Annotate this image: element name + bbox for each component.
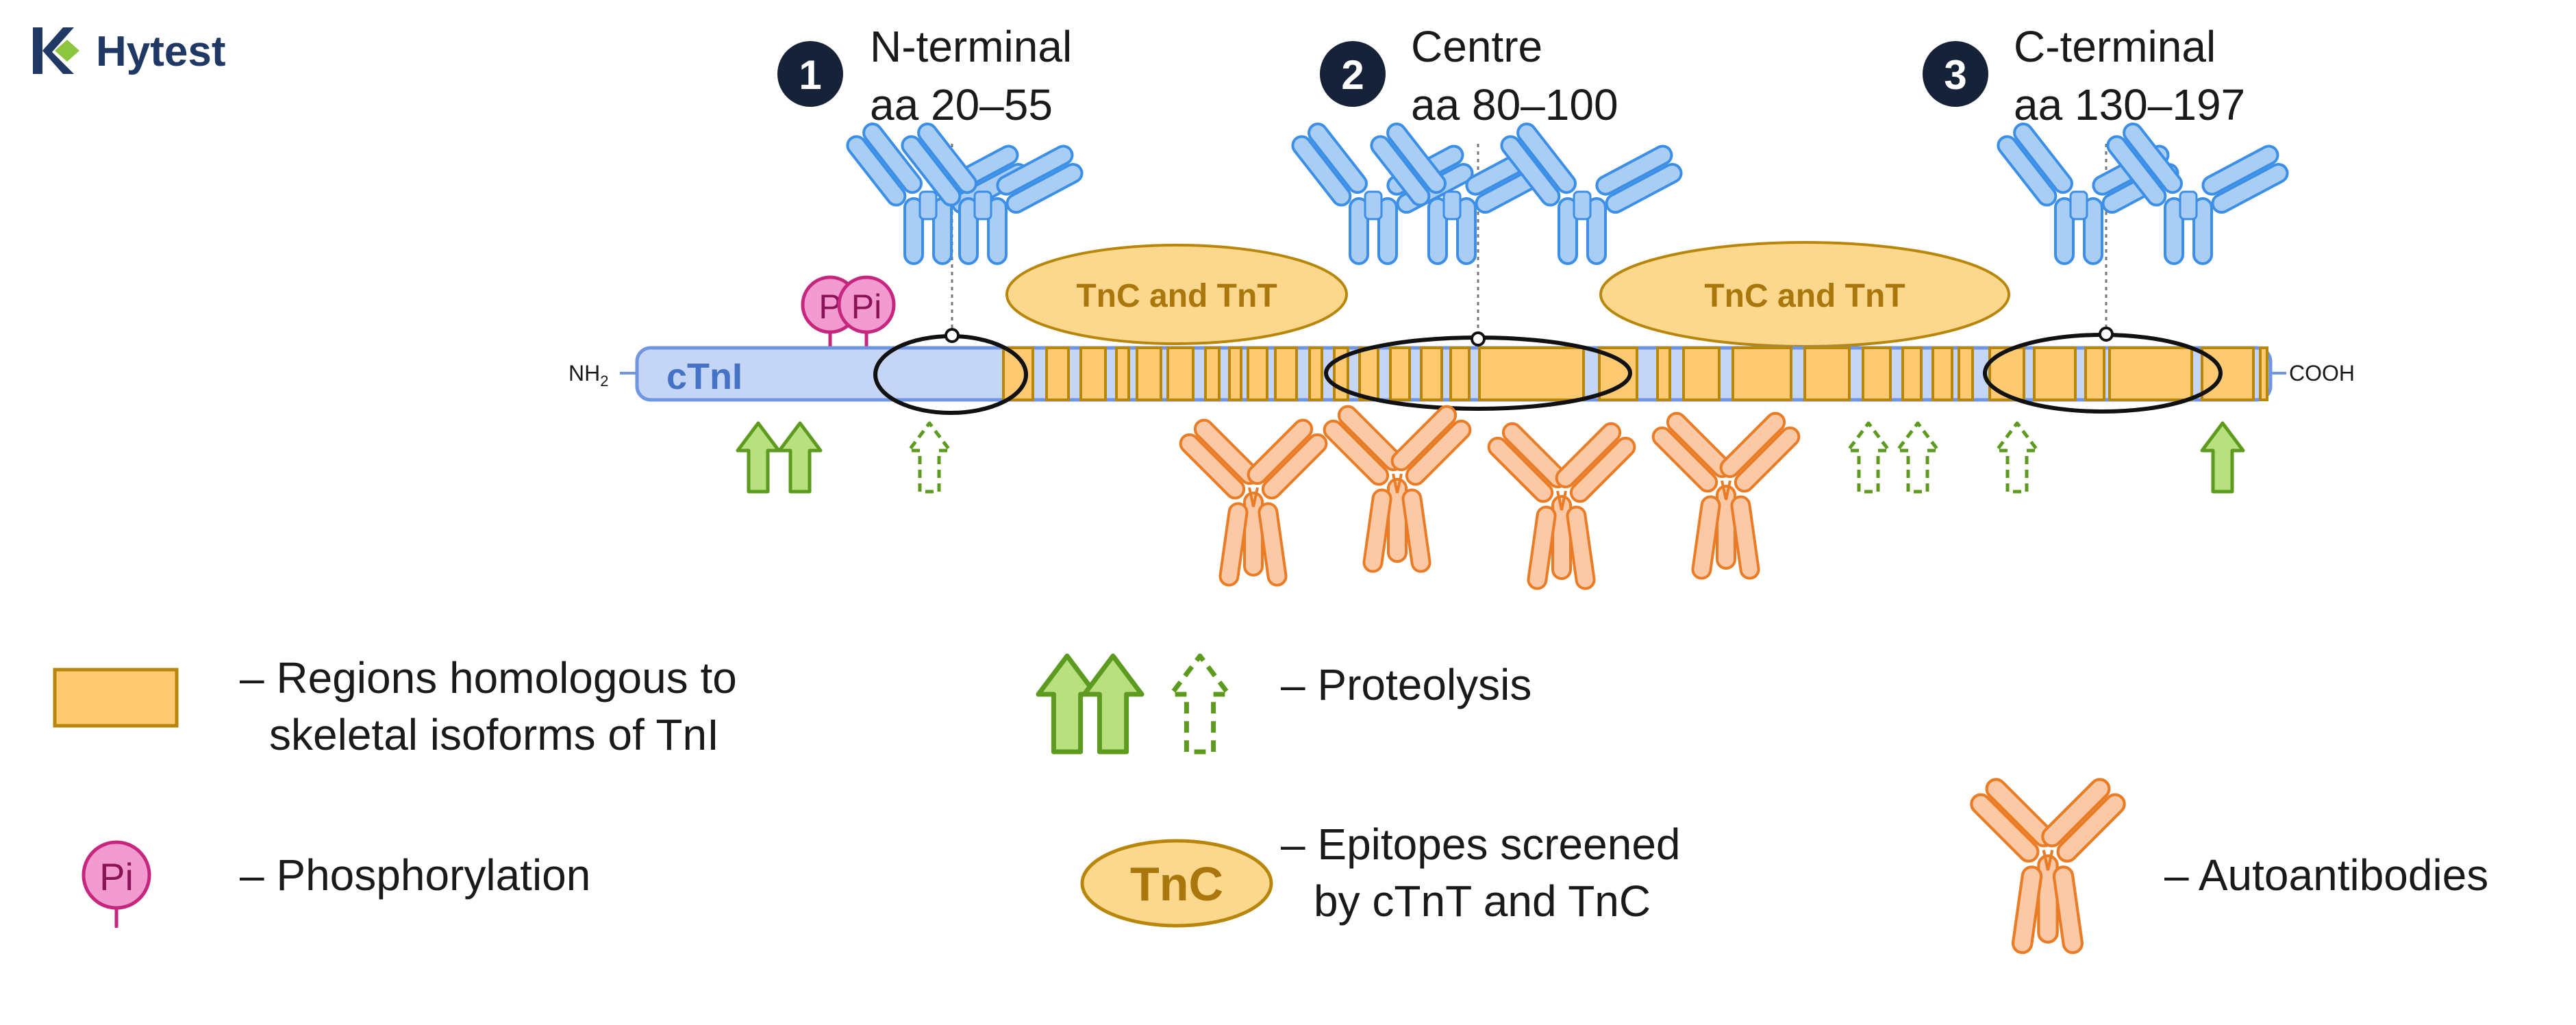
- homologous-segment: [1389, 346, 1411, 401]
- homologous-segment: [2084, 346, 2105, 401]
- homologous-segment: [1862, 346, 1892, 401]
- homologous-segment: [1682, 346, 1721, 401]
- logo-diamond-icon: [55, 40, 79, 62]
- legend-phosphorylation: Pi – Phosphorylation: [82, 840, 590, 928]
- homologous-segment: [1247, 346, 1268, 401]
- proteolysis-arrow-icon: [738, 423, 779, 492]
- tnc-tnt-label: TnC and TnT: [1704, 278, 1905, 314]
- region-name: Centre: [1411, 22, 1542, 71]
- region-header-1: 1 N-terminal aa 20–55: [777, 22, 1072, 129]
- c-terminus-label: COOH: [2289, 361, 2355, 385]
- homologous-segment: [1803, 346, 1851, 401]
- homologous-segment: [1045, 346, 1070, 401]
- proteolysis-arrow-dashed-icon: [1848, 423, 1889, 492]
- proteolysis-arrow-icon: [779, 423, 821, 492]
- homologous-segment: [1656, 346, 1671, 401]
- homologous-segment: [1449, 346, 1471, 401]
- epitope-point: [2099, 327, 2114, 342]
- autoantibody-icon: [1175, 415, 1331, 588]
- tnc-tnt-epitope-2: TnC and TnT: [1599, 241, 2010, 348]
- phosphorylation-icon: [82, 840, 151, 910]
- region-number: 2: [1341, 52, 1364, 98]
- autoantibody-icon: [1319, 401, 1475, 574]
- region-badge: [777, 41, 843, 107]
- region-range: aa 130–197: [2014, 80, 2245, 129]
- autoantibody-icon: [1484, 418, 1640, 592]
- legend-autoantibodies: – Autoantibodies: [1968, 776, 2488, 954]
- proteolysis-arrow-icon: [1084, 656, 1142, 752]
- legend-homologous-line2: skeletal isoforms of TnI: [269, 710, 719, 759]
- homolog-swatch: [53, 668, 179, 728]
- homologous-segment: [2108, 346, 2193, 401]
- proteolysis-arrow-icon: [2202, 423, 2243, 492]
- homologous-segment: [1420, 346, 1443, 401]
- region-header-2: 2 Centre aa 80–100: [1320, 22, 1618, 129]
- legend-homologous: – Regions homologous to skeletal isoform…: [53, 653, 737, 759]
- homologous-segment: [1274, 346, 1298, 401]
- n-terminus-label: NH2: [568, 361, 608, 390]
- region-badge: [1320, 41, 1386, 107]
- ctni-protein-bar: cTnI NH2 COOH: [568, 346, 2355, 402]
- logo-text: Hytest: [96, 28, 226, 75]
- homologous-segment: [1931, 346, 1953, 401]
- homologous-segment: [1166, 346, 1195, 401]
- proteolysis-arrow-dashed-icon: [1897, 423, 1938, 492]
- legend-epitopes-line1: – Epitopes screened: [1281, 820, 1681, 869]
- legend-proteolysis: – Proteolysis: [1038, 656, 1531, 752]
- homologous-segment: [1115, 346, 1130, 401]
- homologous-regions: [1002, 346, 2268, 401]
- region-range: aa 80–100: [1411, 80, 1618, 129]
- tnc-tnt-label: TnC and TnT: [1076, 278, 1277, 314]
- homologous-segment: [1358, 346, 1379, 401]
- homologous-segment: [1731, 346, 1792, 401]
- region-number: 1: [799, 52, 821, 98]
- legend-phosphorylation-text: – Phosphorylation: [240, 850, 590, 900]
- epitope-point: [1471, 331, 1486, 346]
- homologous-segment: [1079, 346, 1107, 401]
- hytest-logo: Hytest: [33, 27, 226, 75]
- tnc-tnt-epitope-1: TnC and TnT: [1005, 244, 1348, 345]
- region-range: aa 20–55: [870, 80, 1053, 129]
- region-badge: [1923, 41, 1988, 107]
- homologous-segment: [1136, 346, 1162, 401]
- region-name: C-terminal: [2014, 22, 2216, 71]
- phospho-label: Pi: [99, 855, 134, 898]
- autoantibody-icon: [1968, 776, 2129, 954]
- proteolysis-arrow-dashed-icon: [909, 423, 950, 492]
- homologous-segment: [2033, 346, 2077, 401]
- proteolysis-arrow-dashed-icon: [1997, 423, 2038, 492]
- proteolysis-arrow-icon: [1038, 656, 1096, 752]
- proteolysis-arrow-dashed-icon: [1171, 656, 1229, 752]
- legend-proteolysis-text: – Proteolysis: [1281, 660, 1531, 709]
- homologous-segment: [1901, 346, 1923, 401]
- tnc-epitope-symbol: [1080, 839, 1273, 928]
- homologous-segment: [1478, 346, 1585, 401]
- legend-autoantibodies-text: – Autoantibodies: [2164, 850, 2488, 900]
- phospho-label: Pi: [851, 288, 881, 326]
- legend-homologous-line1: – Regions homologous to: [240, 653, 737, 703]
- phosphorylation-icon: Pi: [837, 275, 896, 348]
- tnc-symbol-label: TnC: [1130, 857, 1223, 911]
- legend-epitopes-line2: by cTnT and TnC: [1314, 876, 1651, 926]
- legend-epitopes: TnC – Epitopes screened by cTnT and TnC: [1080, 820, 1681, 928]
- homologous-segment: [1308, 346, 1323, 401]
- autoantibody-icon: [1648, 408, 1804, 581]
- homologous-segment: [1958, 346, 1974, 401]
- homologous-segment: [1228, 346, 1242, 401]
- region-header-3: 3 C-terminal aa 130–197: [1923, 22, 2245, 129]
- protein-label: cTnI: [666, 356, 742, 397]
- epitope-point: [945, 328, 960, 343]
- region-name: N-terminal: [870, 22, 1072, 71]
- homologous-segment: [1204, 346, 1221, 401]
- region-number: 3: [1944, 52, 1966, 98]
- legend: – Regions homologous to skeletal isoform…: [53, 653, 2488, 954]
- homologous-segment: [2259, 346, 2268, 401]
